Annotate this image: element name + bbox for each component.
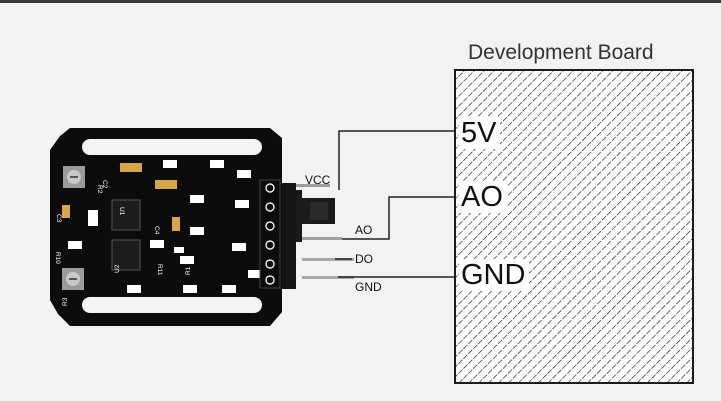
top-border: [0, 0, 721, 3]
module-pin-do: DO: [355, 252, 373, 266]
wire-vcc: [338, 130, 455, 190]
svg-text:U2: U2: [114, 264, 121, 273]
svg-text:R2: R2: [96, 185, 103, 194]
ic-chip: [111, 199, 141, 231]
svg-text:R3: R3: [62, 297, 69, 306]
wire-ao: [342, 196, 455, 240]
capacitor: [155, 180, 177, 189]
wires: [335, 130, 455, 278]
capacitor: [120, 163, 142, 172]
svg-text:C2: C2: [101, 180, 108, 189]
board-pin-gnd: GND: [459, 259, 530, 291]
board-pin-5v: 5V: [459, 117, 501, 149]
svg-text:C4: C4: [153, 226, 160, 235]
svg-text:R11: R11: [156, 264, 163, 276]
svg-text:R10: R10: [54, 252, 61, 264]
svg-text:R1: R1: [185, 266, 192, 275]
board-title: Development Board: [468, 41, 654, 64]
module-pin-vcc: VCC: [305, 173, 331, 187]
ic-chip: [111, 239, 141, 271]
capacitor: [62, 205, 70, 218]
module-pin-gnd: GND: [355, 280, 382, 294]
module-pin-ao: AO: [355, 223, 373, 237]
smd-components: [68, 160, 262, 293]
development-board: [454, 69, 694, 384]
sensor-module: C2 C3 C4 R1 R2 R3 R10 R11 U1 U2: [50, 128, 354, 326]
potentiometer: [63, 166, 85, 188]
capacitor: [172, 217, 180, 231]
pin-header: [259, 179, 354, 289]
silkscreen-labels: C2 C3 C4 R1 R2 R3 R10 R11 U1 U2: [54, 180, 192, 306]
mounting-slot-top: [82, 139, 262, 155]
svg-text:U1: U1: [118, 207, 125, 216]
mounting-slot-bottom: [82, 297, 262, 313]
board-pin-ao: AO: [459, 181, 507, 213]
potentiometer: [62, 268, 84, 290]
svg-text:C3: C3: [55, 214, 62, 223]
